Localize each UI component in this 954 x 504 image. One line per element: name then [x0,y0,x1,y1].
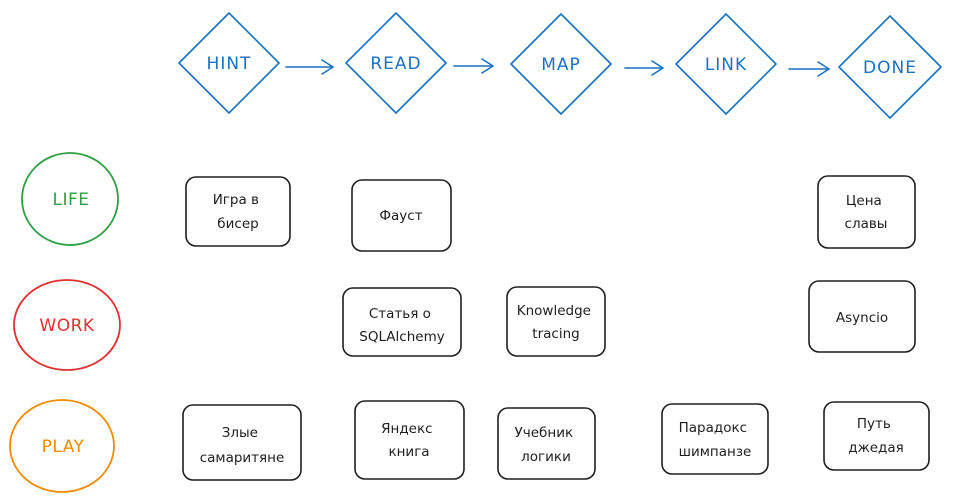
stage-done-diamond [838,15,942,119]
stage-read: READ [345,12,447,114]
card-label: Злые самаритяне [200,425,285,466]
card-yandex-kniga: Яндекс книга [354,400,465,480]
card-knowledge-tracing: Knowledge tracing [506,286,606,357]
stage-link: LINK [675,13,777,115]
card-label: Учебник логики [515,425,578,465]
stage-map: MAP [510,13,612,115]
card-label: Цена славы [845,193,888,232]
category-work-label: WORK [39,316,95,336]
card-label: Фауст [379,208,422,224]
card-zlye-samarityane: Злые самаритяне [182,404,302,481]
stage-map-diamond [510,13,612,115]
stage-link-diamond [675,13,777,115]
stage-read-label: READ [370,54,421,74]
arrow-map-to-link [624,60,664,76]
stage-read-diamond [345,12,447,114]
stage-done: DONE [838,15,942,119]
arrow-read-to-map [453,58,494,74]
arrow-link-to-done [788,61,830,77]
stage-hint-label: HINT [207,54,252,74]
category-life-label: LIFE [52,190,89,210]
category-play: PLAY [9,399,115,493]
card-tsena-slavy: Цена славы [817,175,916,249]
card-asyncio: Asyncio [808,280,916,353]
card-label: Игра в бисер [213,192,264,232]
card-label: Knowledge tracing [517,303,596,342]
stage-done-label: DONE [863,58,917,78]
card-label: Путь джедая [848,416,904,456]
card-paradoks-shimpanze: Парадокс шимпанзе [661,403,769,475]
stage-hint-diamond [178,12,280,114]
card-igra-v-biser: Игра в бисер [185,176,291,247]
category-play-label: PLAY [42,437,85,457]
stage-hint: HINT [178,12,280,114]
card-label: Asyncio [836,310,888,326]
card-label: Статья о SQLAlchemy [359,306,444,345]
card-put-dzhedaya: Путь джедая [823,401,930,471]
card-uchebnik-logiki: Учебник логики [497,407,596,480]
card-label: Яндекс книга [381,421,437,460]
card-statya-sqlalchemy: Статья о SQLAlchemy [342,287,462,357]
card-label: Парадокс шимпанзе [679,420,752,460]
category-life: LIFE [21,152,119,246]
category-play-circle [9,399,115,493]
arrow-hint-to-read [285,59,334,75]
stage-map-label: MAP [541,55,581,75]
category-life-circle [21,152,119,246]
card-faust: Фауст [351,179,452,252]
category-work: WORK [13,279,121,371]
category-work-circle [13,279,121,371]
stage-link-label: LINK [705,55,747,75]
